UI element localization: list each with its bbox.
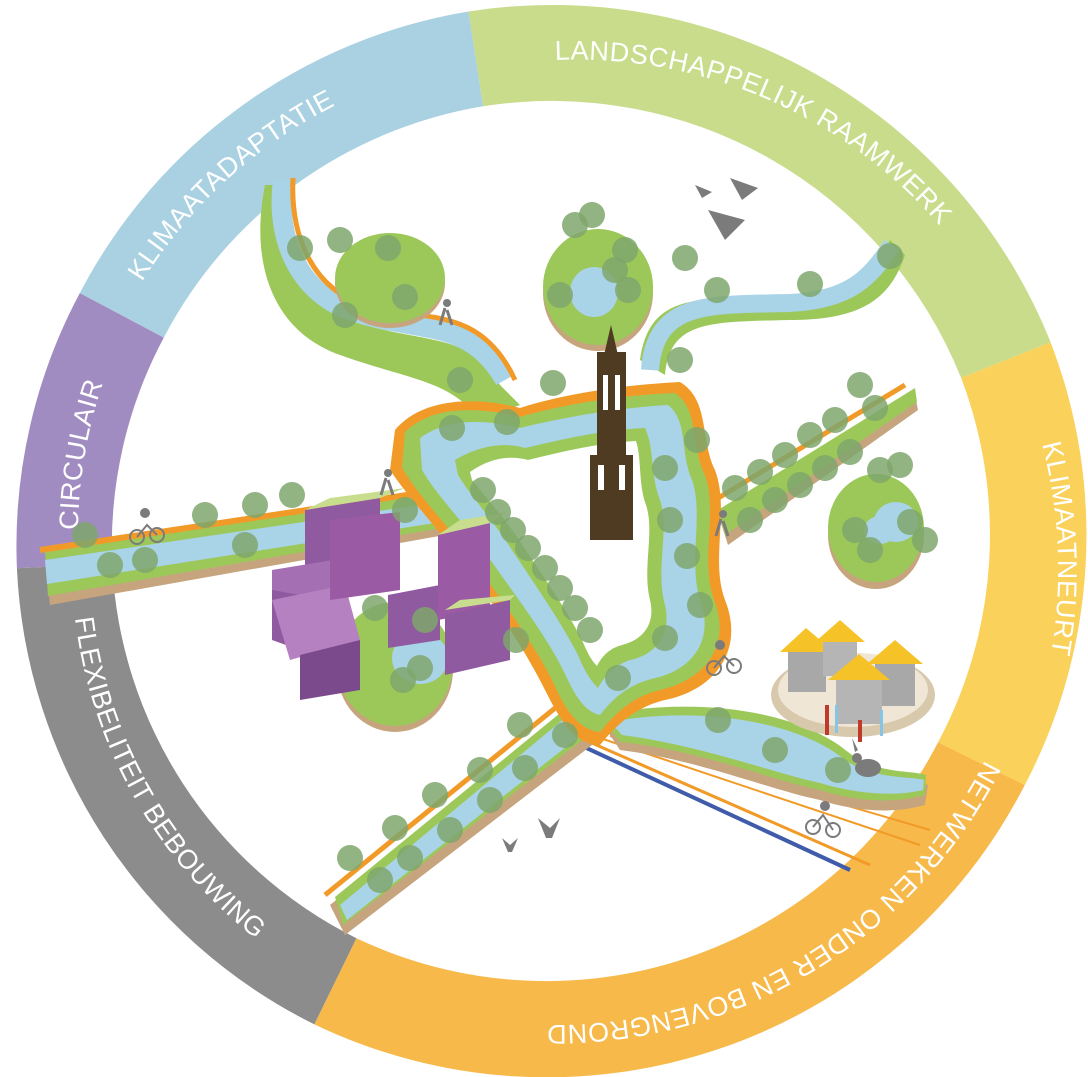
walker-icon: [438, 299, 454, 326]
cyclist-icon: [805, 801, 841, 838]
segment-flexible[interactable]: [16, 563, 357, 1025]
segment-climate[interactable]: [79, 11, 484, 338]
segment-neutral[interactable]: [938, 342, 1087, 785]
bird-icon: [695, 178, 758, 240]
trees: [72, 202, 938, 893]
ring: [16, 4, 1087, 1077]
cyclist-icon: [706, 640, 742, 676]
dom-tower-icon: [590, 325, 633, 540]
walker-icon: [379, 469, 395, 496]
walker-icon: [714, 510, 730, 537]
butterfly-icon: [502, 818, 560, 852]
segment-landscape[interactable]: [468, 4, 1051, 378]
solar-houses: [771, 620, 935, 742]
rabbit-icon: [852, 738, 881, 777]
solar-house-icon: [780, 628, 834, 692]
segment-networks[interactable]: [314, 742, 1025, 1077]
segment-circular[interactable]: [16, 293, 164, 569]
solar-house-icon: [828, 654, 890, 724]
cyclist-icon: [129, 508, 165, 545]
northeast-river: [640, 240, 905, 375]
city-illustration: [39, 177, 938, 935]
purple-buildings: [272, 488, 515, 700]
